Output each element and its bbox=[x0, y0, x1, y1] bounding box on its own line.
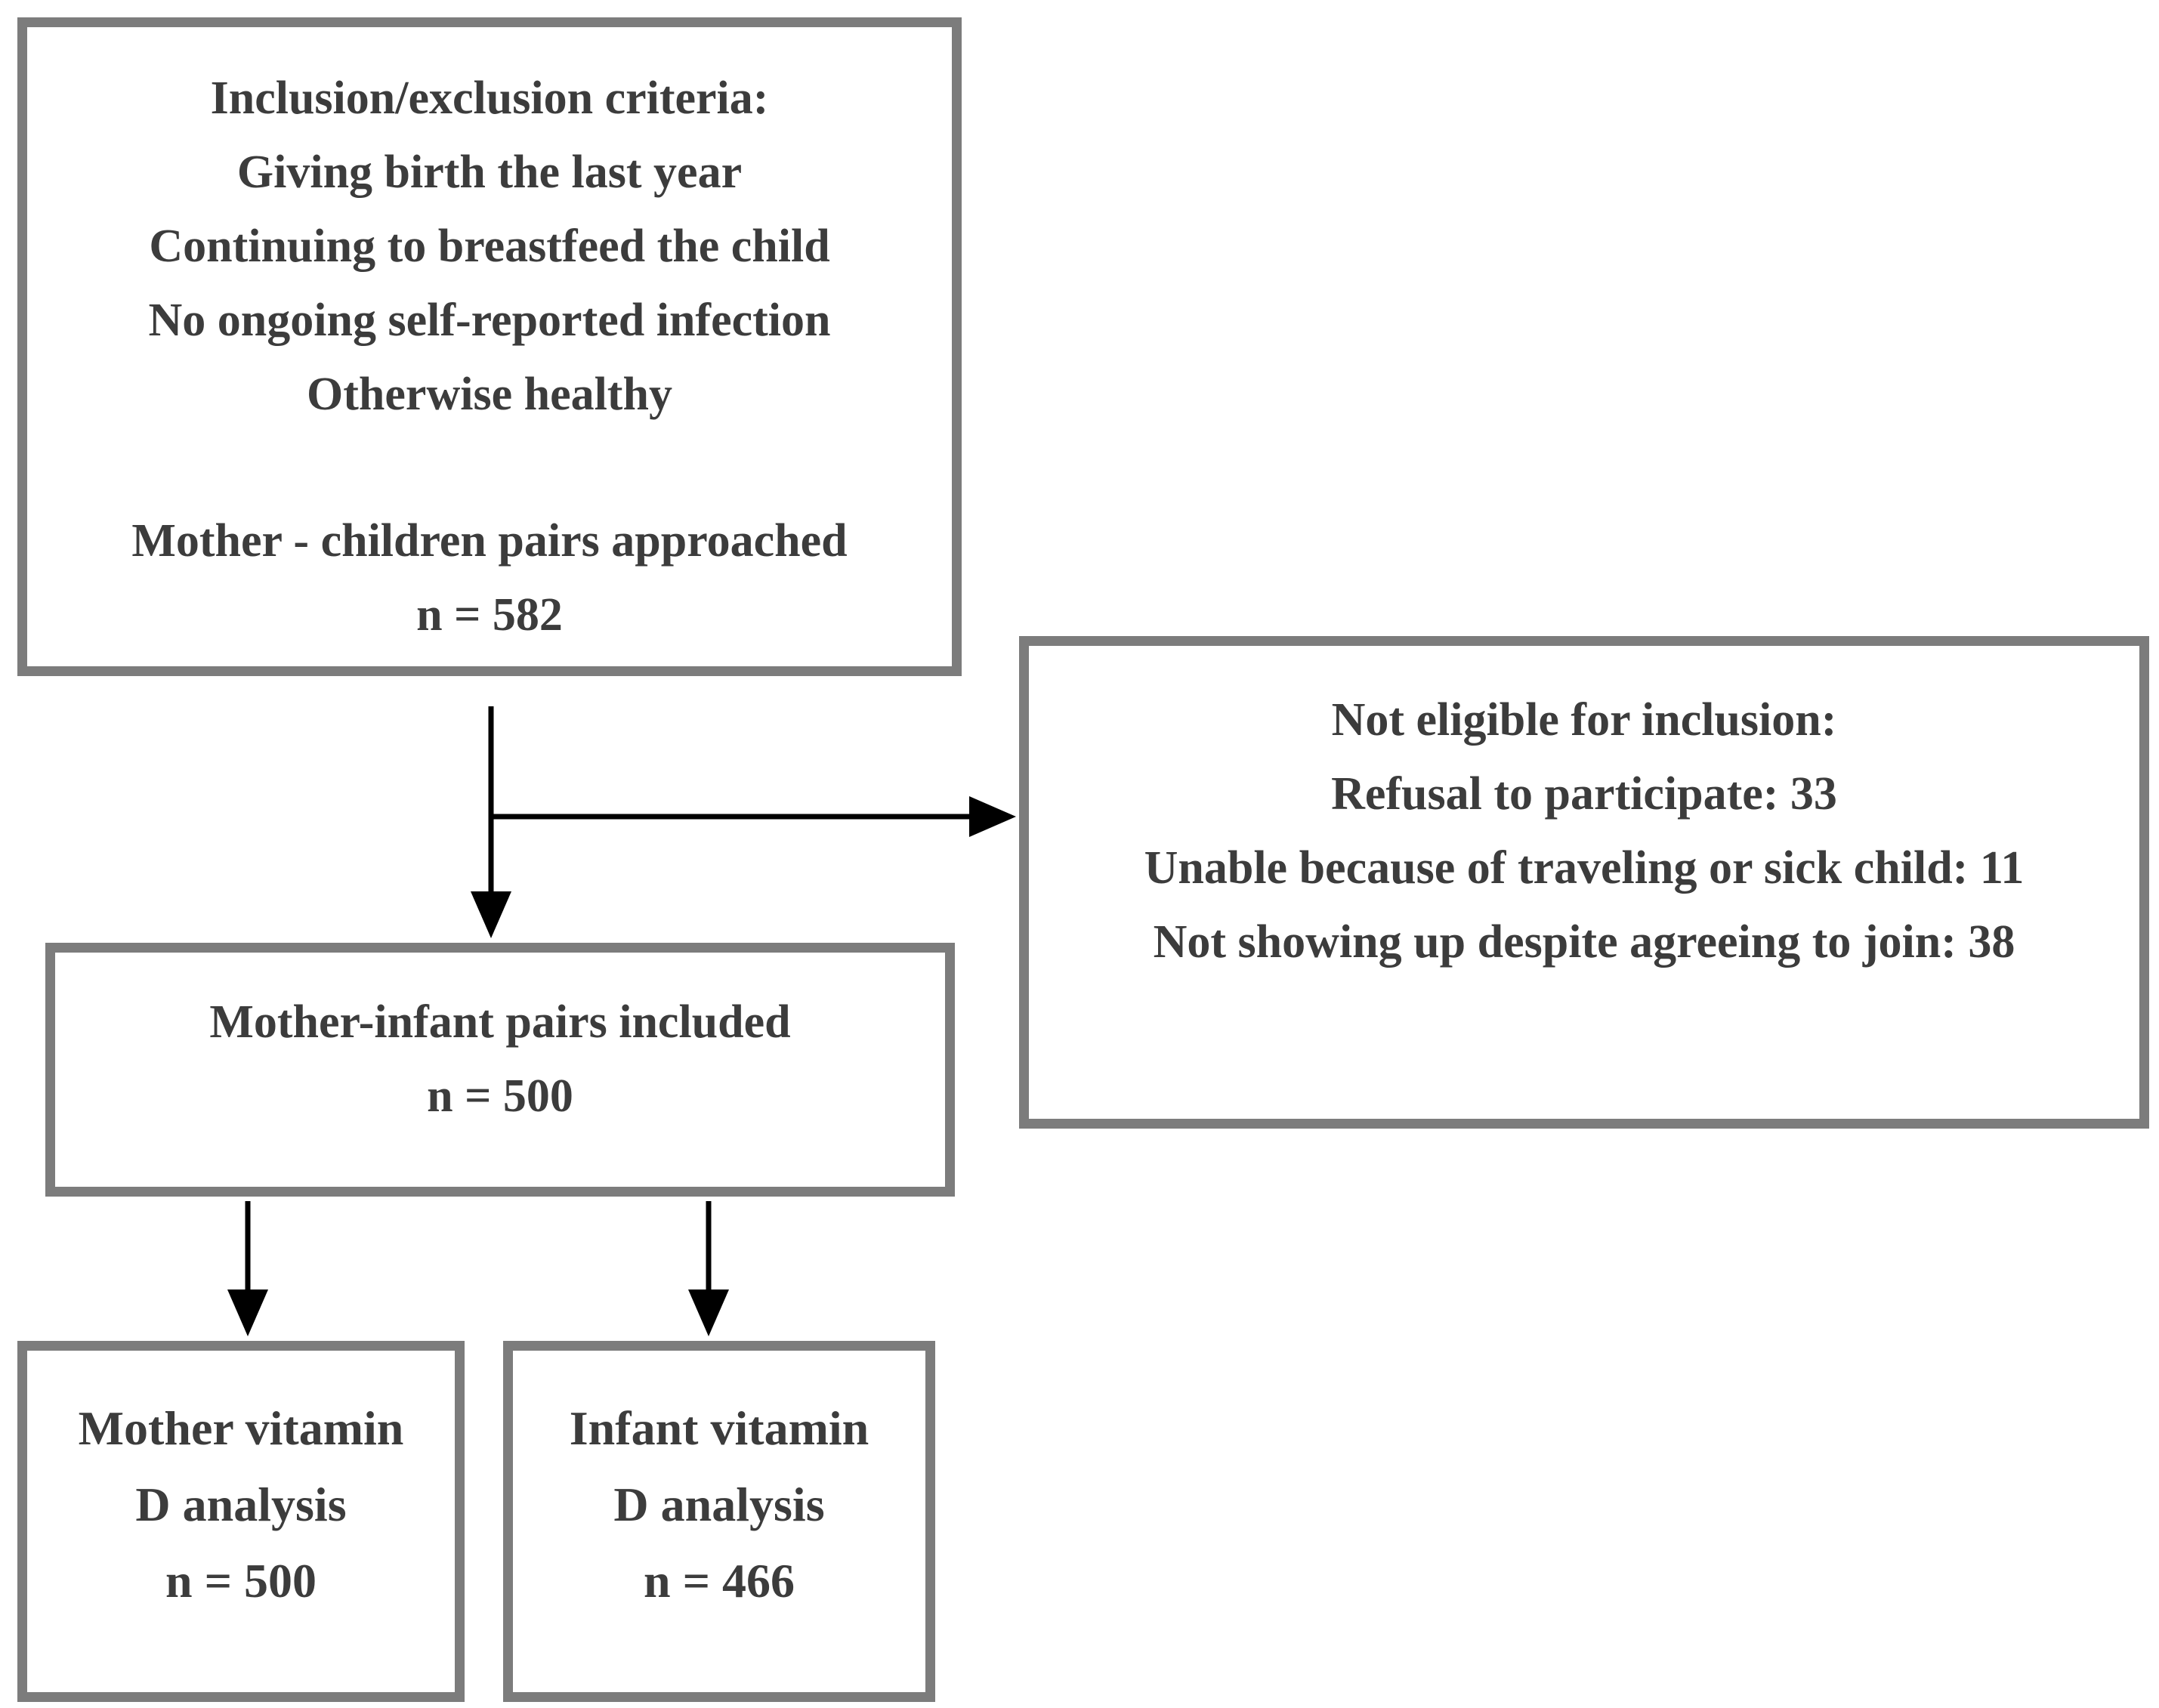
arrow-down-approached-to-included-icon bbox=[471, 706, 511, 938]
arrow-down-to-infant-analysis-icon bbox=[688, 1201, 729, 1336]
approached-text-group: Mother - children pairs approached n = 5… bbox=[27, 505, 952, 653]
criteria-box: Inclusion/exclusion criteria: Giving bir… bbox=[17, 17, 962, 676]
included-count: n = 500 bbox=[427, 1070, 573, 1122]
not-eligible-title: Not eligible for inclusion: bbox=[1331, 694, 1837, 746]
approached-count: n = 582 bbox=[416, 588, 563, 641]
included-label: Mother-infant pairs included bbox=[209, 996, 791, 1048]
not-eligible-reason: Not showing up despite agreeing to join:… bbox=[1153, 916, 2015, 968]
arrow-down-to-mother-analysis-icon bbox=[227, 1201, 268, 1336]
not-eligible-reason: Unable because of traveling or sick chil… bbox=[1144, 842, 2025, 894]
criteria-line: Giving birth the last year bbox=[236, 146, 743, 198]
infant-analysis-line: Infant vitamin bbox=[569, 1401, 869, 1455]
mother-analysis-line: Mother vitamin bbox=[78, 1401, 404, 1455]
criteria-text-group: Inclusion/exclusion criteria: Giving bir… bbox=[27, 62, 952, 432]
infant-analysis-count: n = 466 bbox=[643, 1554, 795, 1608]
criteria-line: Otherwise healthy bbox=[307, 368, 672, 420]
not-eligible-reason: Refusal to participate: 33 bbox=[1331, 768, 1837, 820]
mother-analysis-line: D analysis bbox=[135, 1478, 347, 1532]
criteria-line: No ongoing self-reported infection bbox=[148, 294, 831, 346]
infant-analysis-box: Infant vitamin D analysis n = 466 bbox=[503, 1341, 935, 1702]
mother-analysis-box: Mother vitamin D analysis n = 500 bbox=[17, 1341, 465, 1702]
arrow-head-icon bbox=[227, 1289, 268, 1336]
mother-analysis-count: n = 500 bbox=[165, 1554, 317, 1608]
not-eligible-box: Not eligible for inclusion: Refusal to p… bbox=[1019, 636, 2149, 1129]
arrow-head-icon bbox=[969, 796, 1016, 837]
arrow-right-to-not-eligible-icon bbox=[491, 796, 1016, 837]
arrow-head-icon bbox=[688, 1289, 729, 1336]
arrow-head-icon bbox=[471, 891, 511, 938]
criteria-line: Continuing to breastfeed the child bbox=[149, 220, 830, 272]
approached-label: Mother - children pairs approached bbox=[131, 514, 848, 567]
included-box: Mother-infant pairs included n = 500 bbox=[45, 943, 955, 1197]
criteria-line: Inclusion/exclusion criteria: bbox=[210, 73, 769, 124]
infant-analysis-line: D analysis bbox=[613, 1478, 825, 1532]
